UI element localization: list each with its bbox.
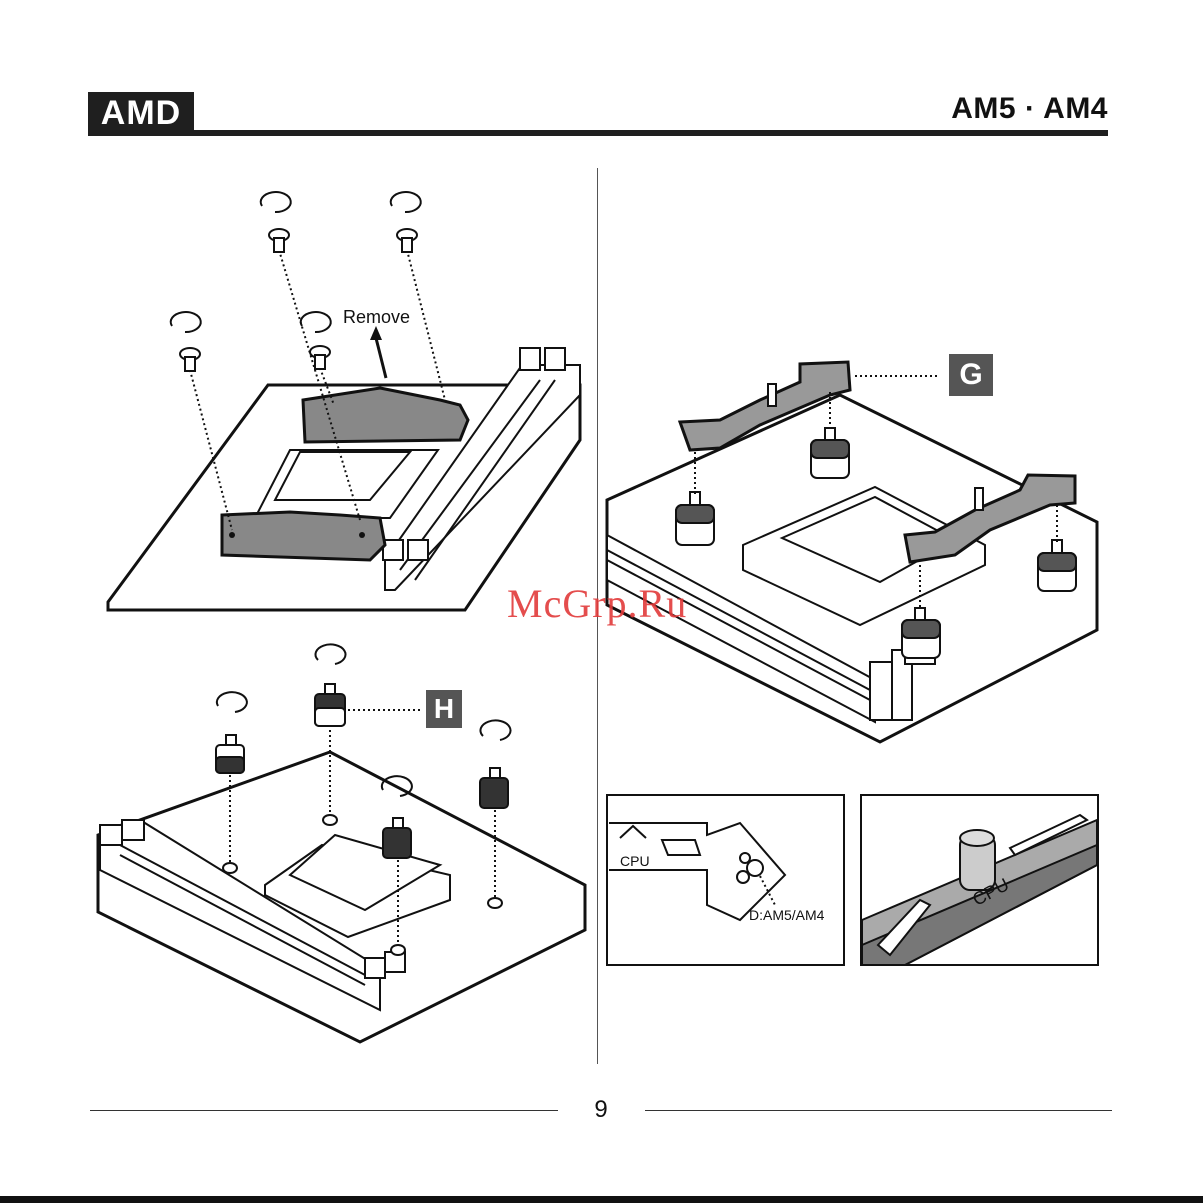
bottom-band — [0, 1196, 1203, 1203]
footer-rule-left — [90, 1110, 558, 1111]
watermark: McGrp.Ru — [507, 580, 687, 627]
page-number: 9 — [588, 1096, 614, 1124]
footer-rule-right — [645, 1110, 1112, 1111]
